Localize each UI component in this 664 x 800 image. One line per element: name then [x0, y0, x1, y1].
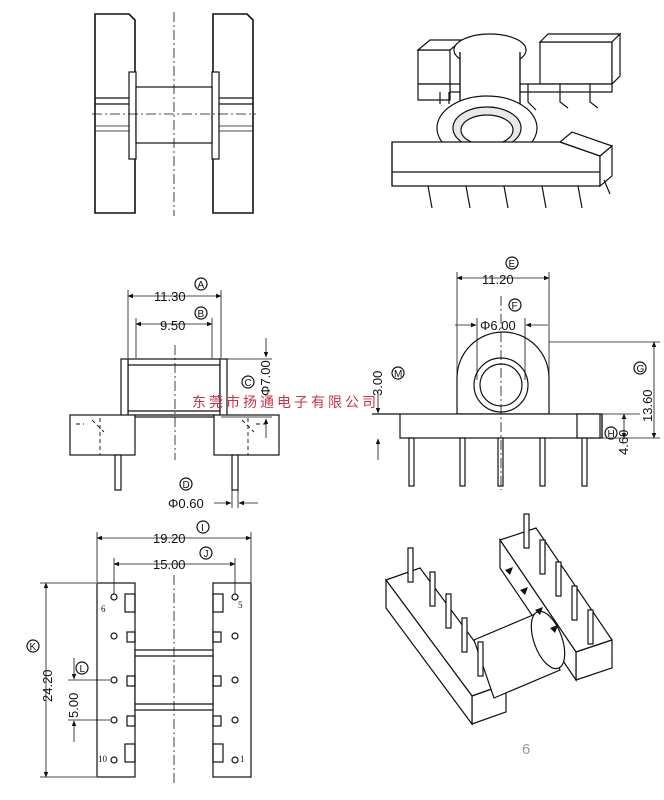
company-watermark: 东莞市扬通电子有限公司 — [192, 394, 379, 411]
page-number: 6 — [522, 741, 530, 758]
label-b: B — [198, 309, 205, 320]
side-view: 11.30 A 9.50 B Φ7.00 C Φ0.60 D — [69, 277, 280, 511]
label-g: G — [637, 364, 645, 375]
dim-g-value: 13.60 — [640, 389, 655, 422]
label-d: D — [183, 480, 190, 491]
pin-number-top-left: 6 — [101, 604, 106, 614]
pin-number-top-right: 5 — [238, 600, 243, 610]
end-view: 11.20 E Φ6.00 F 13.60 G 4.60 H 3.00 M — [370, 256, 660, 490]
dim-a-value: 11.30 — [154, 289, 186, 304]
label-m: M — [394, 369, 402, 380]
front-view — [92, 12, 256, 216]
dim-h-value: 4.60 — [616, 430, 631, 455]
dim-b-value: 9.50 — [160, 318, 185, 333]
pin-number-bottom-right: 1 — [240, 754, 245, 764]
dim-l-value: 5.00 — [66, 693, 81, 718]
dim-d-value: Φ0.60 — [168, 496, 204, 511]
label-f: F — [512, 301, 518, 312]
dim-c-value: Φ7.00 — [258, 360, 273, 396]
dim-i-value: 19.20 — [153, 531, 186, 546]
dim-k-value: 24.20 — [40, 669, 55, 702]
label-c: C — [245, 378, 252, 389]
isometric-view-top — [391, 32, 622, 209]
label-i: I — [201, 523, 204, 534]
label-l: L — [80, 664, 86, 675]
label-e: E — [509, 259, 516, 270]
label-k: K — [30, 642, 37, 653]
bottom-view: 6 5 10 1 19.20 I 15.00 J 24.20 K 5.00 L — [26, 520, 252, 785]
label-j: J — [204, 549, 209, 560]
dim-j-value: 15.00 — [153, 557, 186, 572]
dim-f-value: Φ6.00 — [480, 318, 516, 333]
pin-number-bottom-left: 10 — [98, 754, 108, 764]
label-a: A — [198, 280, 205, 291]
dim-m-value: 3.00 — [370, 371, 385, 396]
dim-e-value: 11.20 — [482, 272, 514, 287]
isometric-view-bottom — [385, 513, 613, 726]
label-h: H — [608, 429, 615, 440]
